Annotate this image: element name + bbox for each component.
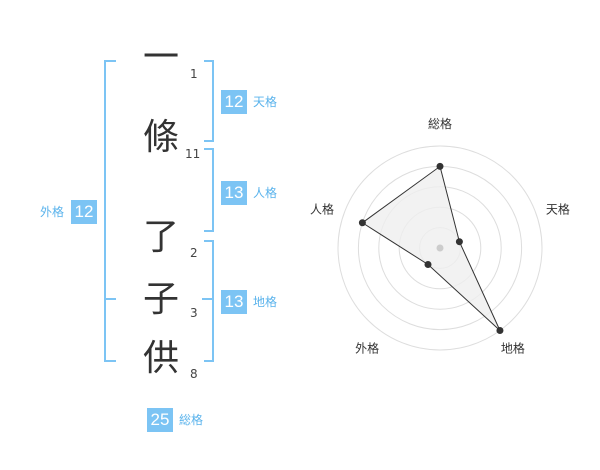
soukaku-badge: 25: [147, 408, 173, 432]
surname-char-1: 一: [142, 37, 179, 78]
jinkaku-label: 人格: [253, 186, 278, 200]
given-char-1-strokes: 2: [190, 246, 198, 260]
surname-char-2: 條: [142, 117, 179, 158]
jinkaku-bracket: [204, 148, 214, 232]
surname-char-1-strokes: 1: [190, 67, 198, 81]
given-char-2-strokes: 3: [190, 306, 198, 320]
jinkaku-badge: 13: [221, 181, 247, 205]
radar-point-3: [496, 327, 504, 335]
chikaku-badge: 13: [221, 290, 247, 314]
radar-point-2: [455, 238, 463, 246]
radar-axis-label-4: 外格: [355, 340, 379, 355]
radar-grid-ring-5: [337, 145, 543, 351]
given-char-3: 供: [142, 338, 179, 379]
radar-point-4: [424, 261, 432, 269]
radar-axis-label-3: 地格: [501, 340, 525, 355]
soukaku-label: 総格: [179, 413, 204, 427]
radar-axis-label-5: 人格: [310, 202, 334, 217]
radar-series-area: [361, 165, 501, 331]
given-char-3-strokes: 8: [190, 367, 198, 381]
gaikaku-bracket: [104, 60, 116, 362]
chikaku-bracket: [204, 240, 214, 362]
radar-axis-label-1: 総格: [428, 116, 452, 131]
given-char-1: 了: [142, 217, 179, 258]
radar-point-5: [358, 219, 366, 227]
radar-point-1: [436, 162, 444, 170]
chikaku-label: 地格: [253, 295, 278, 309]
chikaku-bracket-divider: [202, 298, 214, 300]
surname-char-2-strokes: 11: [185, 147, 201, 161]
tenkaku-label: 天格: [253, 95, 278, 109]
gaikaku-badge: 12: [71, 200, 97, 224]
radar-center-dot: [436, 244, 444, 252]
tenkaku-badge: 12: [221, 90, 247, 114]
gaikaku-bracket-divider: [104, 298, 116, 300]
radar-axis-label-2: 天格: [546, 202, 570, 217]
tenkaku-bracket: [204, 60, 214, 142]
gaikaku-label: 外格: [40, 205, 65, 219]
given-char-2: 子: [142, 279, 179, 320]
